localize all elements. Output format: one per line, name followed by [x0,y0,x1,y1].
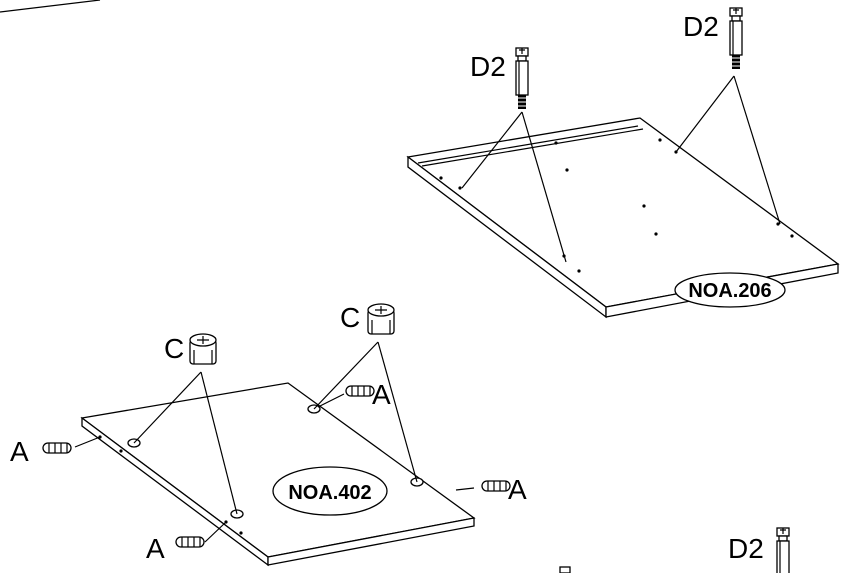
panel-noa-206: NOA.206 [406,75,840,319]
d2-fitting-icon [729,7,743,69]
label-a: A [10,436,29,467]
edge-fragment [0,0,101,13]
dowel-icon [42,442,72,454]
label-a: A [508,474,527,505]
panel-noa-402: NOA.402 [74,341,476,567]
label-a: A [146,533,165,564]
d2-fitting-icon [776,527,790,573]
label-a: A [372,379,391,410]
label-d2: D2 [728,533,764,564]
dowel-icon [175,536,205,548]
cam-fitting-icon [367,303,395,335]
label-d2: D2 [683,11,719,42]
panel-label-noa-402: NOA.402 [288,482,371,504]
cam-fitting-icon [189,333,217,365]
dowel-icon [481,480,511,492]
panel-label-noa-206: NOA.206 [688,280,771,302]
label-c: C [340,302,360,333]
dowel-icon [345,385,375,397]
d2-fitting-icon [515,47,529,109]
label-d2: D2 [470,51,506,82]
label-c: C [164,333,184,364]
d2-fitting-icon [559,566,571,573]
